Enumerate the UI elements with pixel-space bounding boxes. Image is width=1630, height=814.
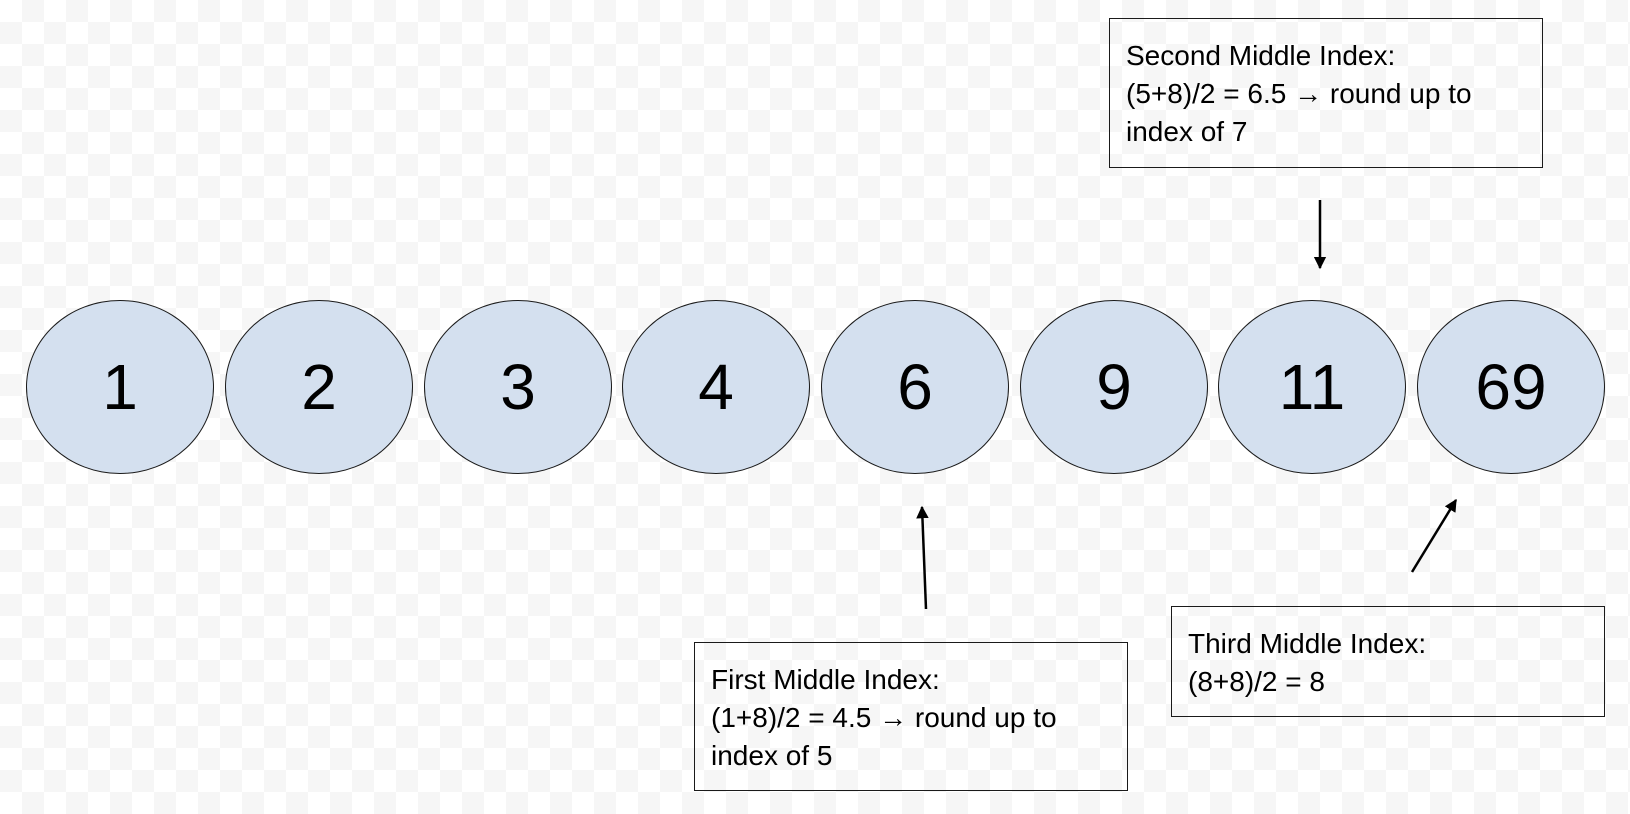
second-middle-index-note: Second Middle Index: (5+8)/2 = 6.5 → rou… xyxy=(1109,18,1543,168)
node-value: 3 xyxy=(500,351,536,423)
node-value: 69 xyxy=(1475,351,1547,423)
arrow-to-index-5 xyxy=(916,505,929,610)
note-line: (1+8)/2 = 4.5 → round up to xyxy=(711,702,1057,733)
note-line: index of 5 xyxy=(711,740,833,771)
array-node-8: 69 xyxy=(1417,300,1605,474)
node-value: 11 xyxy=(1278,351,1346,423)
note-title: Second Middle Index: xyxy=(1126,40,1396,71)
array-node-4: 4 xyxy=(622,300,810,474)
note-line: (5+8)/2 = 6.5 → round up to xyxy=(1126,78,1472,109)
node-value: 2 xyxy=(301,351,337,423)
array-node-3: 3 xyxy=(424,300,612,474)
note-line: (8+8)/2 = 8 xyxy=(1188,666,1325,697)
array-node-1: 1 xyxy=(26,300,214,474)
note-title: First Middle Index: xyxy=(711,664,940,695)
array-node-7: 11 xyxy=(1218,300,1406,474)
first-middle-index-note: First Middle Index: (1+8)/2 = 4.5 → roun… xyxy=(694,642,1128,791)
node-value: 9 xyxy=(1096,351,1132,423)
note-title: Third Middle Index: xyxy=(1188,628,1427,659)
arrow-to-index-8 xyxy=(1410,498,1458,573)
array-node-5: 6 xyxy=(821,300,1009,474)
node-value: 4 xyxy=(698,351,734,423)
array-node-6: 9 xyxy=(1020,300,1208,474)
node-value: 1 xyxy=(102,351,138,423)
array-node-2: 2 xyxy=(225,300,413,474)
node-value: 6 xyxy=(897,351,933,423)
note-line: index of 7 xyxy=(1126,116,1248,147)
third-middle-index-note: Third Middle Index: (8+8)/2 = 8 xyxy=(1171,606,1605,717)
